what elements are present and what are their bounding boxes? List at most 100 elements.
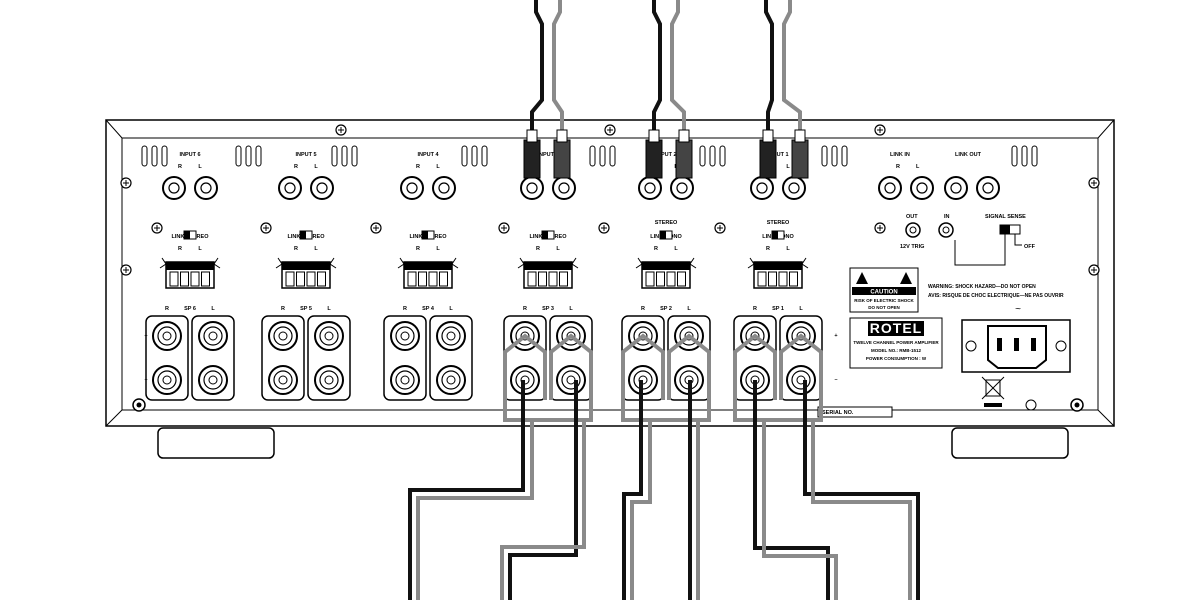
- serial-label: SERIAL NO.: [817, 406, 893, 418]
- speaker-wire: [552, 0, 564, 140]
- stereo-top-label: STEREO: [655, 220, 678, 226]
- warning-english: WARNING: SHOCK HAZARD—DO NOT OPEN: [928, 284, 1036, 290]
- exclamation-warning-icon: [900, 272, 912, 284]
- sp-label: SP 3: [542, 306, 554, 312]
- speaker-terminal-block[interactable]: [397, 257, 459, 289]
- rca-input-jack[interactable]: [520, 176, 544, 200]
- warning-label: CAUTION RISK OF ELECTRIC SHOCK DO NOT OP…: [849, 267, 1064, 313]
- vent-slot: [481, 145, 488, 167]
- speaker-wire: [764, 0, 774, 140]
- sp-label: SP 6: [184, 306, 196, 312]
- link-rca-jack[interactable]: [878, 176, 902, 200]
- input-r-label: R: [416, 164, 420, 170]
- speaker-wire: [811, 420, 912, 600]
- warning-french: AVIS: RISQUE DE CHOC ELECTRIQUE—NE PAS O…: [928, 293, 1064, 299]
- speaker-wire: [652, 0, 662, 140]
- speaker-wire: [503, 400, 593, 422]
- link-l-label: L: [916, 164, 920, 170]
- rca-plug-icon: [645, 139, 663, 179]
- minus-label: –: [144, 377, 147, 383]
- sp-l-label: L: [569, 306, 573, 312]
- lightning-warning-icon: [856, 272, 868, 284]
- speaker-wire: [621, 333, 665, 400]
- rca-plug-icon: [553, 139, 571, 179]
- trigger-out-label: OUT: [906, 214, 918, 220]
- caution-line-1: RISK OF ELECTRIC SHOCK: [854, 298, 914, 303]
- sp-label: SP 2: [660, 306, 672, 312]
- terminal-l-label: L: [674, 246, 678, 252]
- sp-l-label: L: [799, 306, 803, 312]
- speaker-terminal-block[interactable]: [159, 257, 221, 289]
- rca-input-jack[interactable]: [638, 176, 662, 200]
- rca-input-jack[interactable]: [552, 176, 576, 200]
- speaker-wire: [503, 333, 547, 400]
- vent-slot: [235, 145, 242, 167]
- rca-plug-icon: [759, 139, 777, 179]
- link-rca-jack[interactable]: [976, 176, 1000, 200]
- rca-input-jack[interactable]: [310, 176, 334, 200]
- rca-input-jack[interactable]: [670, 176, 694, 200]
- speaker-wire: [733, 333, 777, 400]
- trigger-out-jack[interactable]: [905, 222, 921, 238]
- link-rca-jack[interactable]: [944, 176, 968, 200]
- speaker-terminal-block[interactable]: [635, 257, 697, 289]
- speaker-wire: [782, 0, 802, 140]
- plus-label: +: [144, 333, 147, 339]
- input-r-label: R: [294, 164, 298, 170]
- input-l-label: L: [198, 164, 202, 170]
- rca-input-jack[interactable]: [162, 176, 186, 200]
- speaker-wire: [621, 400, 711, 422]
- speaker-wire: [500, 420, 586, 600]
- amplifier-feet: [157, 427, 1069, 459]
- input-label: INPUT 2: [655, 152, 676, 158]
- chassis-screws: [120, 124, 1100, 276]
- vent-slot: [161, 145, 168, 167]
- rca-plug-icon: [791, 139, 809, 179]
- plate-model: MODEL NO.: RMB-1512: [871, 348, 921, 353]
- rca-input-jack[interactable]: [432, 176, 456, 200]
- weee-bin-icon: [981, 376, 1005, 407]
- cables: [408, 0, 920, 600]
- trigger-in-label: IN: [944, 214, 950, 220]
- ground-terminal-left[interactable]: [132, 398, 146, 412]
- trigger-section: OUT IN 12V TRIG SIGNAL SENSE OFF: [900, 214, 1036, 266]
- sp-l-label: L: [687, 306, 691, 312]
- input-l-label: L: [786, 164, 790, 170]
- rca-input-jack[interactable]: [782, 176, 806, 200]
- sp-l-label: L: [449, 306, 453, 312]
- label-plate: ROTEL TWELVE CHANNEL POWER AMPLIFIER MOD…: [849, 317, 943, 369]
- sp-l-label: L: [327, 306, 331, 312]
- terminal-r-label: R: [654, 246, 658, 252]
- ac-power-inlet[interactable]: ~: [961, 304, 1071, 373]
- vent-slot: [831, 145, 838, 167]
- rca-input-jack[interactable]: [750, 176, 774, 200]
- rca-input-jack[interactable]: [400, 176, 424, 200]
- speaker-wire: [733, 400, 823, 422]
- rca-input-jack[interactable]: [278, 176, 302, 200]
- trigger-label: 12V TRIG: [900, 244, 924, 250]
- sp-label: SP 5: [300, 306, 312, 312]
- sp-r-label: R: [281, 306, 285, 312]
- rca-input-jack[interactable]: [194, 176, 218, 200]
- sp-label: SP 4: [422, 306, 435, 312]
- speaker-terminal-block[interactable]: [275, 257, 337, 289]
- link-rca-jack[interactable]: [910, 176, 934, 200]
- terminal-l-label: L: [198, 246, 202, 252]
- terminal-l-label: L: [314, 246, 318, 252]
- terminal-l-label: L: [786, 246, 790, 252]
- plate-power: POWER CONSUMPTION : W: [866, 356, 927, 361]
- speaker-wire: [416, 420, 534, 600]
- trigger-in-jack[interactable]: [938, 222, 954, 238]
- serial-text: SERIAL NO.: [822, 410, 854, 416]
- sp-r-label: R: [165, 306, 169, 312]
- terminal-r-label: R: [294, 246, 298, 252]
- speaker-terminal-block[interactable]: [517, 257, 579, 289]
- speaker-wire: [803, 380, 920, 600]
- vent-slot: [461, 145, 468, 167]
- terminal-r-label: R: [178, 246, 182, 252]
- vent-slot: [351, 145, 358, 167]
- speaker-terminal-block[interactable]: [747, 257, 809, 289]
